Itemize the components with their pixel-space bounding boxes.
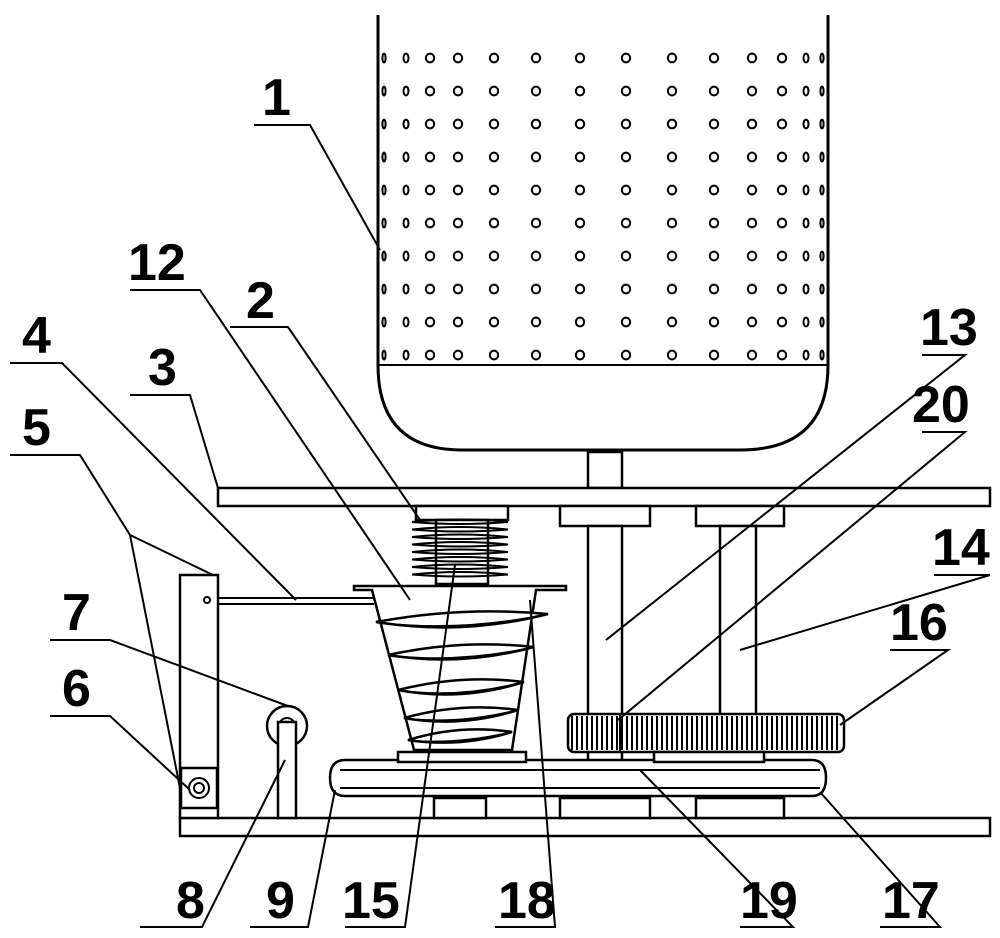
part-labels: 1 2 3 4 5 6 7 8 9 12 13 14 15 16 17 18 1…: [22, 69, 990, 930]
upper-spring: [411, 518, 509, 578]
label-20: 20: [912, 376, 970, 434]
upper-bearing-left: [558, 504, 652, 528]
label-12: 12: [128, 234, 186, 292]
label-9: 9: [266, 872, 295, 930]
base-plate: [178, 816, 992, 838]
label-3: 3: [148, 339, 177, 397]
label-13: 13: [920, 299, 978, 357]
base-bearing-left: [432, 796, 488, 820]
label-19: 19: [740, 872, 798, 930]
label-8: 8: [176, 872, 205, 930]
gear-teeth: [571, 714, 838, 752]
basket-holes: [381, 52, 825, 361]
base-bearing-mid: [558, 796, 652, 820]
label-17: 17: [882, 872, 940, 930]
gear-pair: [566, 712, 846, 754]
basket-shaft: [586, 450, 624, 490]
label-4: 4: [22, 307, 51, 365]
label-7: 7: [62, 584, 91, 642]
spiral-coil: [375, 610, 549, 744]
label-6: 6: [62, 660, 91, 718]
label-5: 5: [22, 399, 51, 457]
label-15: 15: [342, 872, 400, 930]
label-14: 14: [932, 519, 990, 577]
label-1: 1: [262, 69, 291, 127]
belt-drive: [328, 750, 828, 798]
label-16: 16: [890, 594, 948, 652]
label-2: 2: [246, 272, 275, 330]
perforated-basket: [376, 15, 830, 452]
base-bearing-right: [694, 796, 786, 820]
leader-lines: [10, 124, 991, 928]
spring-assembly: [352, 504, 568, 752]
upper-plate: [216, 486, 992, 508]
label-18: 18: [498, 872, 556, 930]
